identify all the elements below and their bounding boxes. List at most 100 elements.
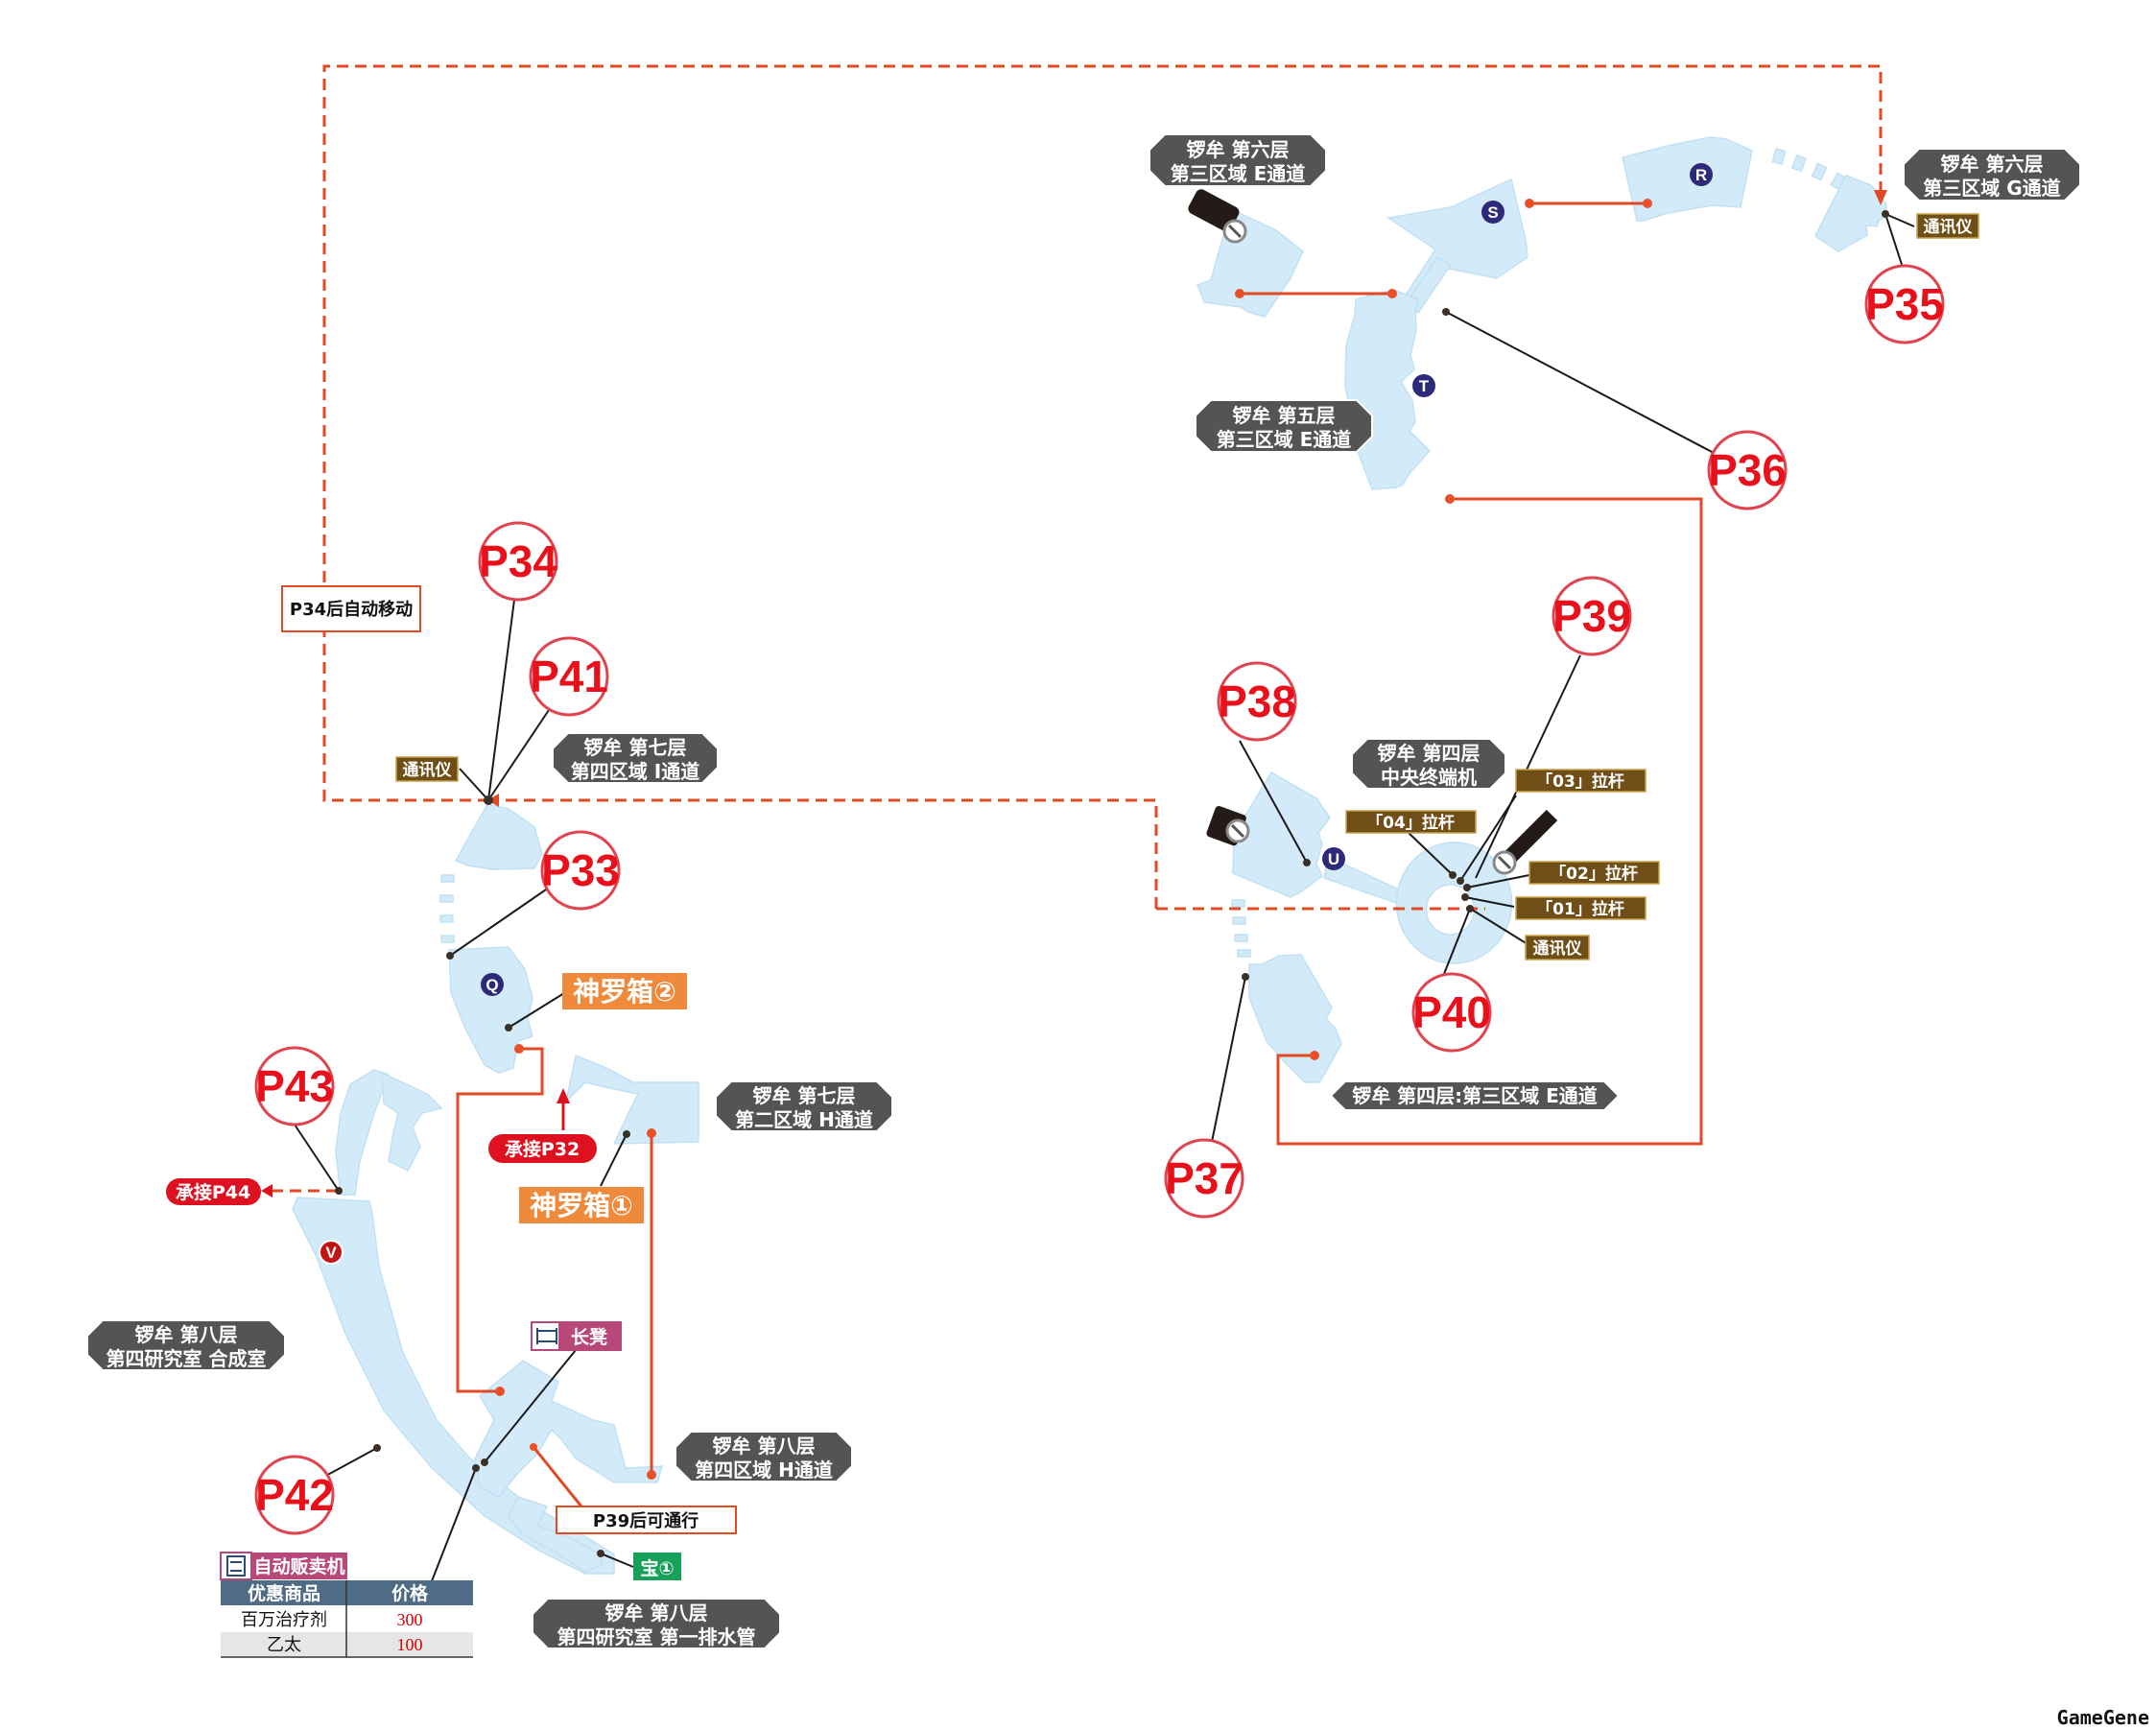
tag-lever-04: 「04」拉杆 [1345, 810, 1477, 834]
route-dot [1310, 1051, 1319, 1060]
continue-p32-button[interactable]: 承接P32 [488, 1134, 597, 1163]
svg-text:Q: Q [486, 976, 498, 994]
svg-text:锣牟 第八层: 锣牟 第八层 [713, 1435, 816, 1458]
vending-machine-title: 自动贩卖机 [253, 1555, 344, 1577]
vending-machine-icon [226, 1555, 246, 1577]
svg-text:百万治疗剂: 百万治疗剂 [241, 1610, 327, 1630]
tag-treasure-1: 宝① [633, 1553, 681, 1580]
svg-text:通讯仪: 通讯仪 [1924, 218, 1974, 237]
room-r [1622, 136, 1753, 222]
bed-icon [536, 1328, 557, 1344]
svg-text:锣牟 第七层: 锣牟 第七层 [584, 736, 687, 759]
arrow-down-icon [1874, 190, 1887, 205]
room-walkway-r-g [1771, 148, 1847, 191]
svg-text:锣牟 第六层: 锣牟 第六层 [1187, 138, 1290, 161]
tag-shinra-box-1: 神罗箱① [519, 1187, 644, 1223]
svg-text:P35: P35 [1865, 279, 1944, 329]
room-f6-e [1196, 207, 1304, 318]
svg-text:R: R [1695, 166, 1707, 184]
room-v-upper [335, 1069, 390, 1196]
svg-text:V: V [325, 1244, 337, 1262]
area-plates: 锣牟 第六层第三区域 E通道锣牟 第六层第三区域 G通道锣牟 第五层第三区域 E… [86, 133, 2081, 1649]
route-p39-note [532, 1446, 587, 1512]
svg-text:「02」拉杆: 「02」拉杆 [1550, 864, 1638, 884]
point-marker-p34: P34 [478, 521, 558, 602]
route-p34-dashed-loop [322, 64, 1883, 802]
room-f4-e [1248, 954, 1342, 1083]
zone-badge-t: T [1412, 374, 1435, 397]
point-marker-p38: P38 [1217, 661, 1297, 742]
svg-text:神罗箱②: 神罗箱② [573, 976, 676, 1008]
svg-text:P37: P37 [1165, 1153, 1244, 1203]
point-marker-p39: P39 [1552, 576, 1632, 656]
routes [322, 64, 1887, 1512]
vending-machine-table: 自动贩卖机 优惠商品 价格 百万治疗剂 300 乙太 100 [220, 1552, 473, 1658]
watermark: GameGene [2057, 1706, 2149, 1729]
svg-text:承接P32: 承接P32 [505, 1139, 580, 1160]
svg-text:宝①: 宝① [640, 1557, 674, 1579]
svg-text:300: 300 [397, 1610, 423, 1629]
zone-badge-u: U [1322, 847, 1345, 870]
svg-text:P41: P41 [530, 652, 608, 701]
svg-text:承接P44: 承接P44 [176, 1182, 250, 1203]
svg-text:锣牟 第八层: 锣牟 第八层 [135, 1323, 238, 1346]
room-walkway-i-q [439, 874, 455, 943]
svg-text:P40: P40 [1412, 987, 1491, 1037]
blocked-passage-icon [1188, 189, 1247, 244]
zone-badge-q: Q [481, 973, 504, 996]
room-walkway-u-lower [1231, 899, 1251, 958]
route-dot [1643, 199, 1652, 208]
tag-shinra-box-2: 神罗箱② [562, 973, 687, 1009]
svg-text:第四研究室 合成室: 第四研究室 合成室 [107, 1347, 267, 1370]
svg-text:锣牟 第五层: 锣牟 第五层 [1233, 404, 1336, 427]
rooms [292, 136, 1887, 1575]
route-dot [530, 1443, 537, 1451]
svg-text:「04」拉杆: 「04」拉杆 [1366, 813, 1455, 833]
svg-text:第四区域 I通道: 第四区域 I通道 [571, 760, 699, 783]
leaders [261, 213, 1915, 1587]
table-header: 优惠商品 [248, 1582, 320, 1604]
route-dot [647, 1128, 656, 1138]
svg-text:锣牟 第八层: 锣牟 第八层 [605, 1601, 708, 1624]
zone-badge-r: R [1690, 163, 1713, 186]
svg-text:第三区域 E通道: 第三区域 E通道 [1217, 428, 1352, 451]
svg-text:「01」拉杆: 「01」拉杆 [1536, 899, 1624, 919]
point-marker-p43: P43 [254, 1046, 335, 1126]
svg-text:通讯仪: 通讯仪 [403, 761, 453, 780]
continue-p44-button[interactable]: 承接P44 [166, 1178, 261, 1205]
room-v-side [381, 1071, 443, 1173]
route-dot [1235, 289, 1244, 298]
svg-text:P43: P43 [255, 1061, 334, 1111]
svg-text:乙太: 乙太 [267, 1635, 301, 1655]
svg-text:第三区域 G通道: 第三区域 G通道 [1923, 177, 2060, 200]
svg-text:P34后自动移动: P34后自动移动 [290, 599, 413, 620]
svg-text:P42: P42 [255, 1470, 334, 1520]
leader-dots [335, 210, 1889, 1557]
room-v [292, 1197, 615, 1575]
svg-text:神罗箱①: 神罗箱① [530, 1190, 633, 1221]
zone-badge-v: V [319, 1240, 344, 1265]
svg-text:第三区域 E通道: 第三区域 E通道 [1171, 162, 1306, 185]
point-marker-p41: P41 [529, 636, 609, 717]
svg-text:P39: P39 [1552, 591, 1631, 641]
arrow-up-icon [557, 1088, 570, 1103]
svg-text:锣牟 第六层: 锣牟 第六层 [1941, 153, 2044, 176]
room-f6-g [1814, 175, 1887, 252]
table-header: 价格 [391, 1582, 429, 1604]
note-auto-move: P34后自动移动 [281, 585, 421, 632]
svg-text:100: 100 [397, 1635, 423, 1654]
svg-text:P34: P34 [479, 536, 557, 586]
blocked-passage-icon [1206, 805, 1250, 846]
point-marker-p40: P40 [1411, 972, 1492, 1053]
svg-text:T: T [1419, 377, 1430, 395]
point-marker-p35: P35 [1864, 264, 1945, 344]
